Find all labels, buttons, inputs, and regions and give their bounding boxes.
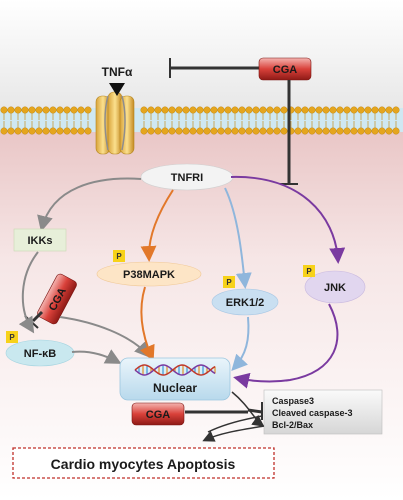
arrow-tnfri-erk xyxy=(224,187,252,289)
marker-bcl2-bax: Bcl-2/Bax xyxy=(272,420,313,430)
nuclear-node: Nuclear xyxy=(119,357,231,401)
arrow-ikks-nfkb xyxy=(18,251,39,334)
arrow-erk-nuclear xyxy=(231,316,250,371)
svg-text:P: P xyxy=(306,267,312,276)
inhibition-line-ikk xyxy=(31,310,44,323)
phospho-nfkb: P xyxy=(6,331,18,343)
svg-text:TNFRI: TNFRI xyxy=(171,172,203,184)
jnk-node: JNK xyxy=(304,270,366,304)
erk12-node: ERK1/2 xyxy=(211,288,279,316)
phospho-erk: P xyxy=(223,276,235,288)
cga-inhibitor-ikk: CGA xyxy=(37,273,77,325)
phospho-jnk: P xyxy=(303,265,315,277)
svg-text:Nuclear: Nuclear xyxy=(153,381,197,395)
cga-inhibitor-bottom: CGA xyxy=(131,402,185,426)
dna-helix-icon xyxy=(134,364,216,376)
arrow-tnfri-ikks xyxy=(37,177,142,232)
apoptosis-result: Cardio myocytes Apoptosis xyxy=(12,447,275,479)
tnfri-node: TNFRI xyxy=(140,163,234,191)
cytoplasm xyxy=(0,130,403,500)
svg-text:P38MAPK: P38MAPK xyxy=(123,269,175,281)
tnf-ligand-triangle xyxy=(109,83,125,96)
p38mapk-node: P38MAPK xyxy=(96,261,202,287)
extracellular-space xyxy=(0,0,403,108)
cell-membrane xyxy=(0,106,403,135)
svg-text:CGA: CGA xyxy=(273,64,298,76)
svg-text:CGA: CGA xyxy=(146,409,171,421)
tnf-alpha-label: TNFα xyxy=(102,65,133,79)
apoptosis-markers-box: Caspase3 Cleaved caspase-3 Bcl-2/Bax xyxy=(263,389,383,435)
arrow-p38-nuclear xyxy=(139,286,155,362)
svg-text:Cardio myocytes Apoptosis: Cardio myocytes Apoptosis xyxy=(51,456,236,472)
nfkb-node: NF-κB xyxy=(5,339,75,367)
arrow-tnfri-p38 xyxy=(140,189,174,262)
arrow-markers-apoptosis-2 xyxy=(207,415,263,433)
svg-text:ERK1/2: ERK1/2 xyxy=(226,297,265,309)
svg-text:JNK: JNK xyxy=(324,282,346,294)
marker-cleaved-caspase3: Cleaved caspase-3 xyxy=(272,408,353,418)
arrow-markers-apoptosis xyxy=(202,425,265,442)
phospho-p38: P xyxy=(113,250,125,262)
arrow-tnfri-jnk xyxy=(230,175,346,264)
inhibition-line-output xyxy=(247,408,263,414)
ikks-node: IKKs xyxy=(13,228,67,252)
arrow-nfkb-nuclear xyxy=(71,349,122,364)
svg-text:IKKs: IKKs xyxy=(27,235,52,247)
svg-text:P: P xyxy=(226,278,232,287)
marker-caspase3: Caspase3 xyxy=(272,396,314,406)
svg-text:NF-κB: NF-κB xyxy=(24,348,56,360)
svg-text:P: P xyxy=(9,333,15,342)
tnfr-receptor xyxy=(95,91,135,155)
svg-text:P: P xyxy=(116,252,122,261)
arrow-jnk-nuclear xyxy=(233,303,339,389)
cga-inhibitor-top: CGA xyxy=(258,57,312,81)
